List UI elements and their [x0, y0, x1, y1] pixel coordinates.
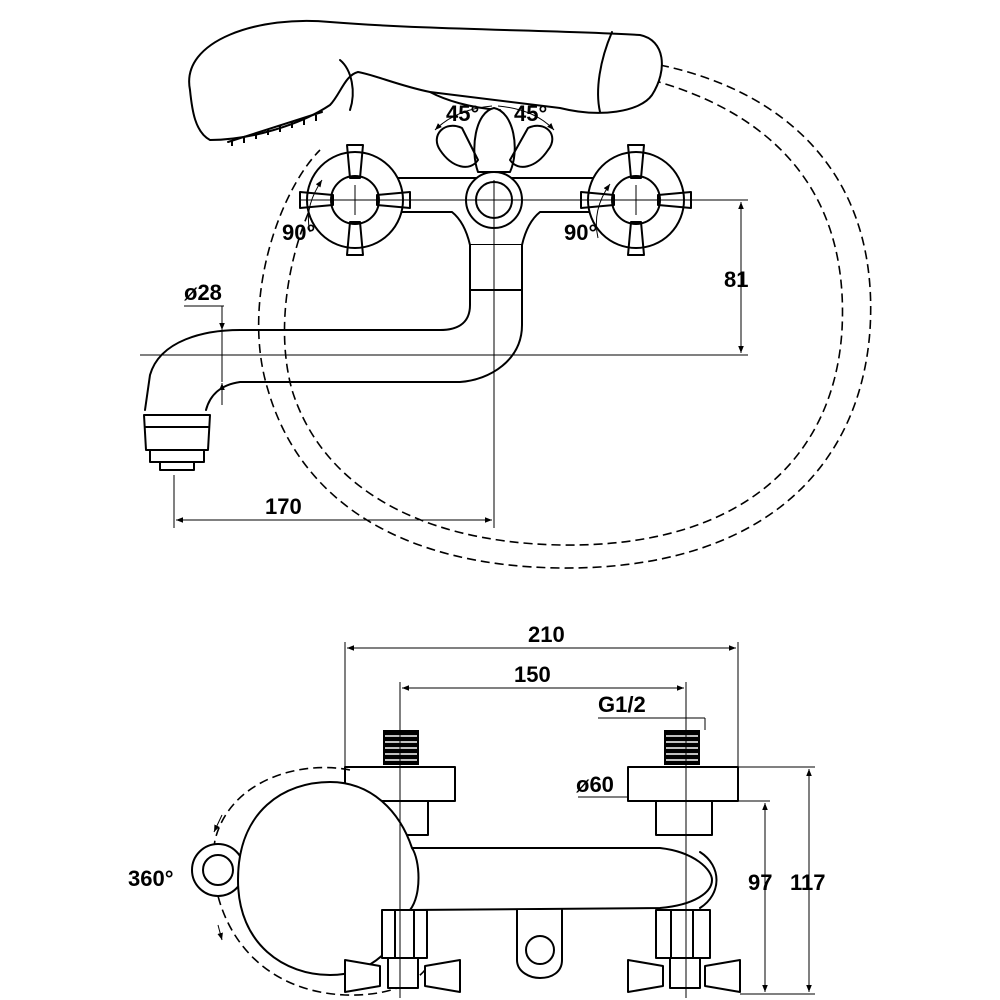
label-d60: ø60	[576, 772, 614, 797]
label-117: 117	[790, 870, 826, 895]
label-90-left: 90°	[282, 220, 315, 245]
label-360: 360°	[128, 866, 174, 891]
label-97: 97	[748, 870, 772, 895]
shower-hose	[257, 64, 872, 569]
shower-hose-inner	[283, 79, 844, 546]
diverter-bottom	[516, 909, 563, 979]
label-45-left: 45°	[446, 101, 479, 126]
label-d28: ø28	[184, 280, 222, 305]
angle-arc-right-handle	[595, 183, 611, 239]
label-170: 170	[265, 494, 302, 519]
aerator	[149, 449, 205, 463]
right-hex-nut	[627, 909, 741, 993]
right-connector	[627, 730, 739, 836]
label-81: 81	[724, 267, 748, 292]
mixer-body-side	[237, 781, 713, 976]
shower-nozzles	[231, 115, 317, 146]
spout-stem	[469, 244, 523, 291]
angle-arc-left-lever	[434, 105, 493, 131]
label-90-right: 90°	[564, 220, 597, 245]
hose-ring	[191, 843, 245, 897]
angle-arc-left-handle	[307, 179, 323, 233]
spout	[144, 289, 523, 411]
label-210: 210	[528, 622, 565, 647]
label-g12: G1/2	[598, 692, 646, 717]
hand-shower	[188, 19, 663, 146]
left-hex-nut	[344, 909, 461, 993]
label-45-right: 45°	[514, 101, 547, 126]
rotation-arc	[212, 766, 426, 996]
spout-outlet	[143, 414, 211, 451]
label-150: 150	[514, 662, 551, 687]
bottom-view: 210 150 G1/2	[128, 622, 826, 998]
top-view: 45° 45° 90° 90° 81 ø28 170	[140, 19, 872, 569]
angle-arc-right-lever	[497, 105, 555, 131]
